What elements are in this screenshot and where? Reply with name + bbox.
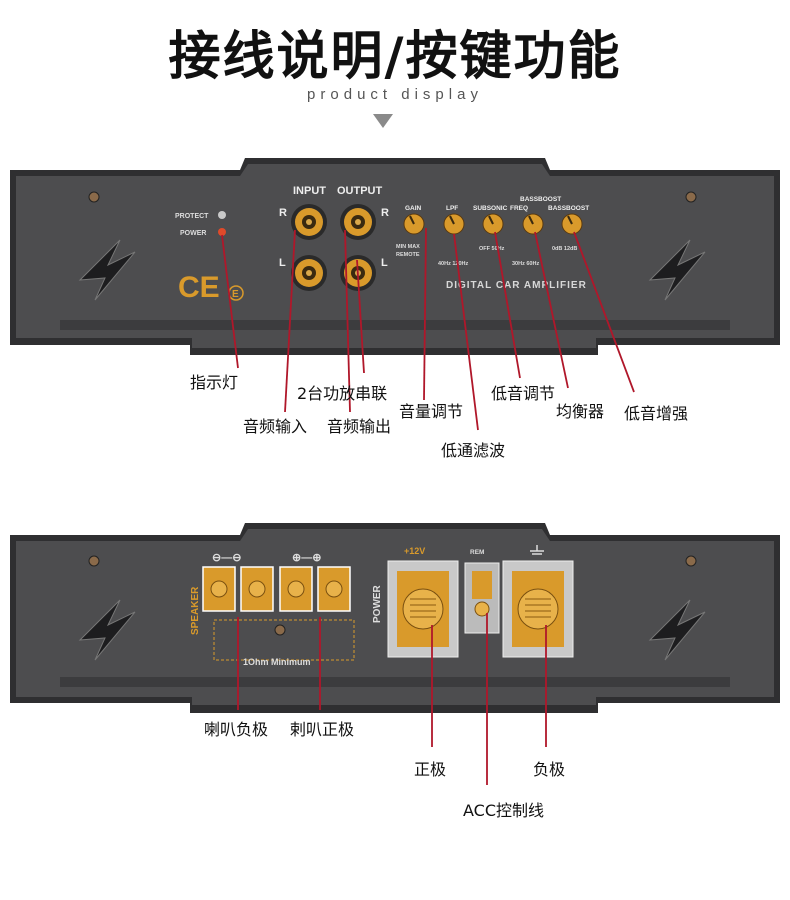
bassboost-knob <box>561 213 583 235</box>
annotation-audio-output: 音频输出 <box>327 417 392 436</box>
input-r-label: R <box>279 207 287 219</box>
leader-lines-top <box>221 227 635 431</box>
rca-input-l <box>291 255 327 291</box>
speaker-terminal-4 <box>317 566 351 612</box>
amplifier-bottom-panel: SPEAKER ⊖—⊖ ⊕—⊕ 1Ohm Minimum POWER +12V … <box>10 523 780 785</box>
page-subtitle: product display <box>307 86 483 103</box>
positive-power-terminal <box>387 560 459 658</box>
gain-knob <box>403 213 425 235</box>
freq-knob-label: FREQ <box>510 205 528 212</box>
annotation-equalizer: 均衡器 <box>556 402 605 421</box>
power-terminal-label: POWER <box>372 584 383 623</box>
subsonic-knob <box>482 213 504 235</box>
speaker-terminal-1 <box>202 566 236 612</box>
negative-power-terminal <box>502 560 574 658</box>
lpf-range: 40Hz 120Hz <box>438 261 469 267</box>
rca-input-r <box>291 204 327 240</box>
speaker-terminal-2 <box>240 566 274 612</box>
brand-logo-icon-right-bottom <box>648 599 706 661</box>
boost-range: 0dB 12dB <box>552 246 577 252</box>
subsonic-range: OFF 50Hz <box>479 246 505 252</box>
plus-12v-label: +12V <box>404 546 425 556</box>
annotation-acc-wire: ACC控制线 <box>463 801 545 820</box>
neg-symbols: ⊖—⊖ <box>212 552 241 564</box>
leader-lines-bottom <box>237 613 547 785</box>
annotation-gain: 音量调节 <box>399 402 464 421</box>
gain-knob-label: GAIN <box>405 205 422 212</box>
boost-knob-label: BASSBOOST <box>548 205 589 212</box>
brand-logo-icon-right <box>648 239 706 301</box>
freq-knob <box>522 213 544 235</box>
power-led-label: POWER <box>180 230 206 237</box>
brand-logo-icon-left <box>78 239 136 301</box>
annotation-speaker-negative: 喇叭负极 <box>204 720 269 739</box>
remote-label: REMOTE <box>396 252 420 258</box>
down-arrow-icon <box>373 114 393 128</box>
annotation-series-connection: 2台功放串联 <box>297 384 388 403</box>
lpf-knob-label: LPF <box>446 205 458 212</box>
annotation-speaker-positive: 剌叭正极 <box>290 720 355 739</box>
annotation-subsonic: 低音调节 <box>491 384 556 403</box>
remote-terminal <box>464 562 500 634</box>
minimum-label: 1Ohm Minimum <box>243 657 311 667</box>
annotation-positive-terminal: 正极 <box>414 760 447 779</box>
rca-output-r <box>340 204 376 240</box>
speaker-terminal-3 <box>279 566 313 612</box>
input-l-label: L <box>279 257 286 269</box>
gain-range: MIN MAX <box>396 244 420 250</box>
freq-range: 30Hz 60Hz <box>512 261 539 267</box>
annotation-negative-terminal: 负极 <box>533 760 566 779</box>
page-title: 接线说明/按键功能 <box>168 27 622 87</box>
subsonic-knob-label: SUBSONIC <box>473 205 508 212</box>
model-text: DIGITAL CAR AMPLIFIER <box>446 280 587 291</box>
output-r-label: R <box>381 207 389 219</box>
annotation-audio-input: 音频输入 <box>243 417 308 436</box>
input-label: INPUT <box>293 185 326 197</box>
annotation-lpf: 低通滤波 <box>441 441 506 460</box>
pos-symbols: ⊕—⊕ <box>292 552 321 564</box>
annotation-indicator-light: 指示灯 <box>190 373 239 392</box>
output-label: OUTPUT <box>337 185 383 197</box>
annotation-bassboost: 低音增强 <box>624 404 689 423</box>
rem-label: REM <box>470 549 484 556</box>
e-mark: E <box>232 289 239 300</box>
protect-led-icon <box>218 211 226 219</box>
amplifier-top-panel: PROTECT POWER CE E INPUT OUTPUT R R L L … <box>10 158 780 431</box>
output-l-label: L <box>381 257 388 269</box>
speaker-label: SPEAKER <box>190 586 201 635</box>
lpf-knob <box>443 213 465 235</box>
power-led-icon <box>218 228 226 236</box>
brand-logo-icon-left-bottom <box>78 599 136 661</box>
ce-mark: CE <box>178 271 220 304</box>
protect-label: PROTECT <box>175 213 209 220</box>
bassboost-header: BASSBOOST <box>520 196 561 203</box>
ground-symbol-icon <box>530 545 544 555</box>
